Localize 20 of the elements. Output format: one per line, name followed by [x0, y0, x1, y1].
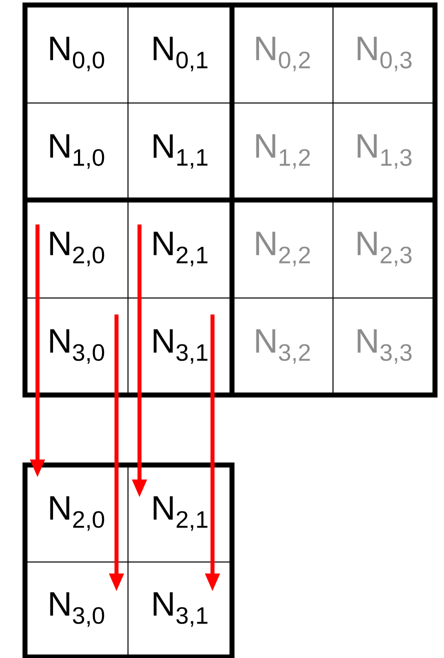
grid-cell: N$_{2,1}$ [128, 200, 232, 298]
grid-cell: N$_{2,0}$ [24, 464, 128, 562]
grid-cell: N$_{0,3}$ [332, 4, 436, 104]
grid-cell: N$_{3,0}$ [24, 562, 128, 658]
grid-cell: N$_{3,0}$ [24, 298, 128, 396]
grid-cell: N$_{1,3}$ [332, 102, 436, 200]
grid-cell: N$_{2,0}$ [24, 200, 128, 298]
grid-cell: N$_{1,1}$ [128, 102, 232, 200]
grid-cell: N$_{0,2}$ [232, 4, 334, 104]
grid-cell: N$_{3,3}$ [332, 298, 436, 396]
grid-cell: N$_{0,1}$ [128, 4, 232, 104]
grid-cell: N$_{1,2}$ [232, 102, 334, 200]
grid-cell: N$_{2,3}$ [332, 200, 436, 298]
grid-cell: N$_{2,2}$ [232, 200, 334, 298]
grid-cell: N$_{3,2}$ [232, 298, 334, 396]
grid-cell: N$_{0,0}$ [24, 4, 128, 104]
grid-cell: N$_{2,1}$ [128, 464, 232, 562]
grid-cell: N$_{3,1}$ [128, 562, 232, 658]
grid-cell: N$_{1,0}$ [24, 102, 128, 200]
grid-cell: N$_{3,1}$ [128, 298, 232, 396]
